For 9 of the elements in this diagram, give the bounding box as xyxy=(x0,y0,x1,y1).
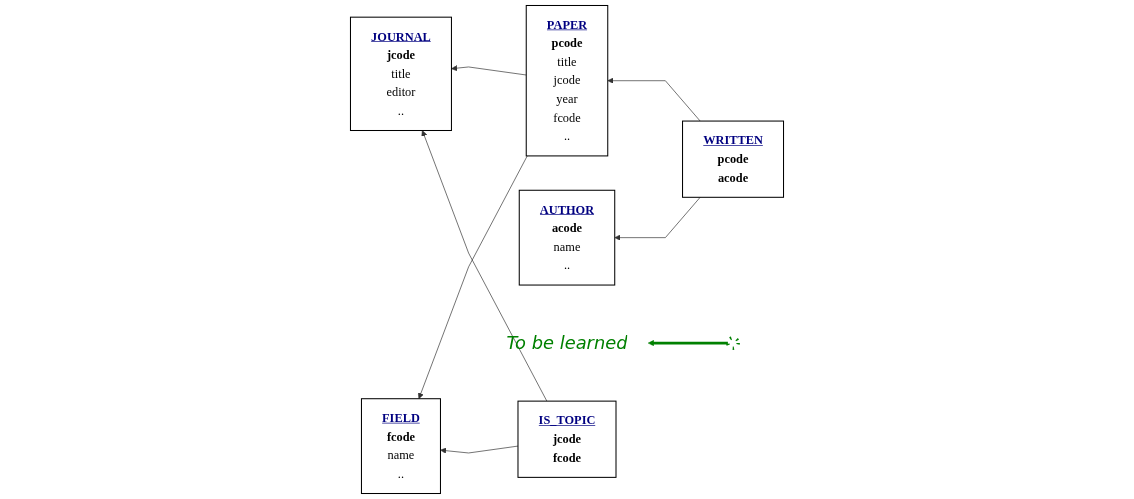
node-box: JOURNAL jcode title editor .. xyxy=(349,16,452,131)
node-box: FIELD fcode name .. xyxy=(360,398,441,495)
node-box: WRITTEN pcode acode xyxy=(682,120,785,198)
node-box: IS_TOPIC jcode fcode xyxy=(517,400,617,478)
node-text: To be learned xyxy=(506,332,628,354)
node-circle xyxy=(726,336,740,350)
arrow xyxy=(647,340,728,347)
node-box: PAPER pcode title jcode year fcode .. xyxy=(525,4,609,157)
node-box: AUTHOR acode name .. xyxy=(518,189,616,286)
